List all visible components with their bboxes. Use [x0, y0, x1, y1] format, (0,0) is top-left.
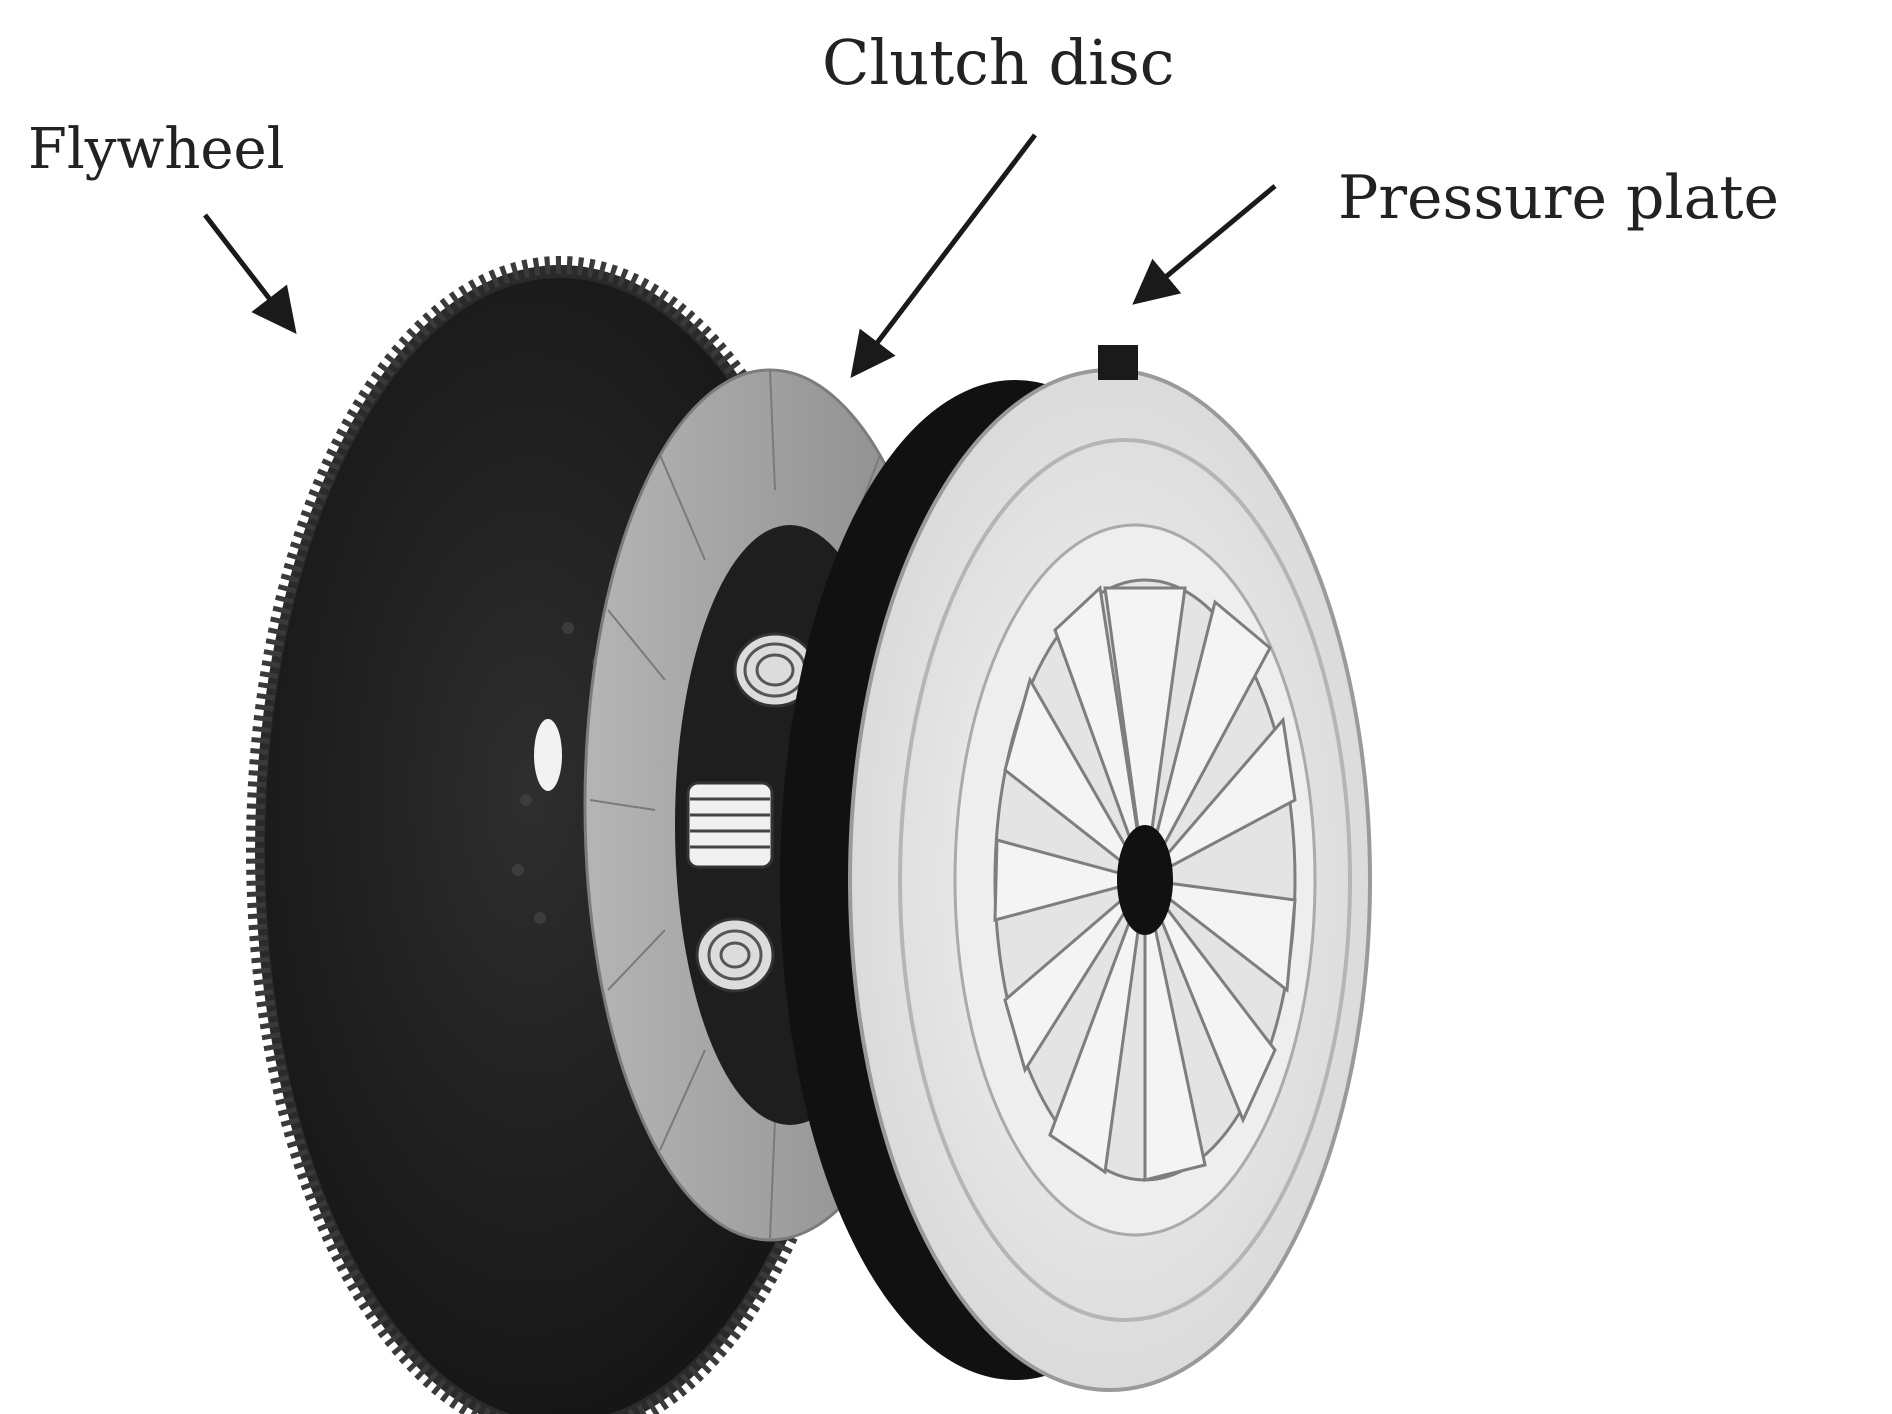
clutch-disc-arrow-icon: [850, 133, 1037, 378]
damper-spring: [686, 781, 774, 869]
flywheel-bolt: [534, 912, 546, 924]
cover-strap: [1098, 345, 1138, 380]
damper-spring: [695, 917, 775, 993]
flywheel-bolt: [562, 622, 574, 634]
flywheel-bolt: [520, 794, 532, 806]
release-bearing-hole: [1117, 825, 1173, 935]
flywheel-arrow-icon: [203, 213, 297, 334]
pressure-plate-arrow-icon: [1132, 184, 1277, 305]
clutch-disc-label: Clutch disc: [822, 26, 1175, 99]
pressure-plate: [780, 345, 1372, 1392]
cover-rim: [898, 438, 1352, 1322]
diaphragm-spring: [993, 578, 1297, 1182]
flywheel-label: Flywheel: [28, 117, 285, 182]
pressure-plate-label: Pressure plate: [1338, 163, 1779, 233]
flywheel-bolt: [512, 864, 524, 876]
flywheel-bolt-hole: [534, 719, 562, 791]
